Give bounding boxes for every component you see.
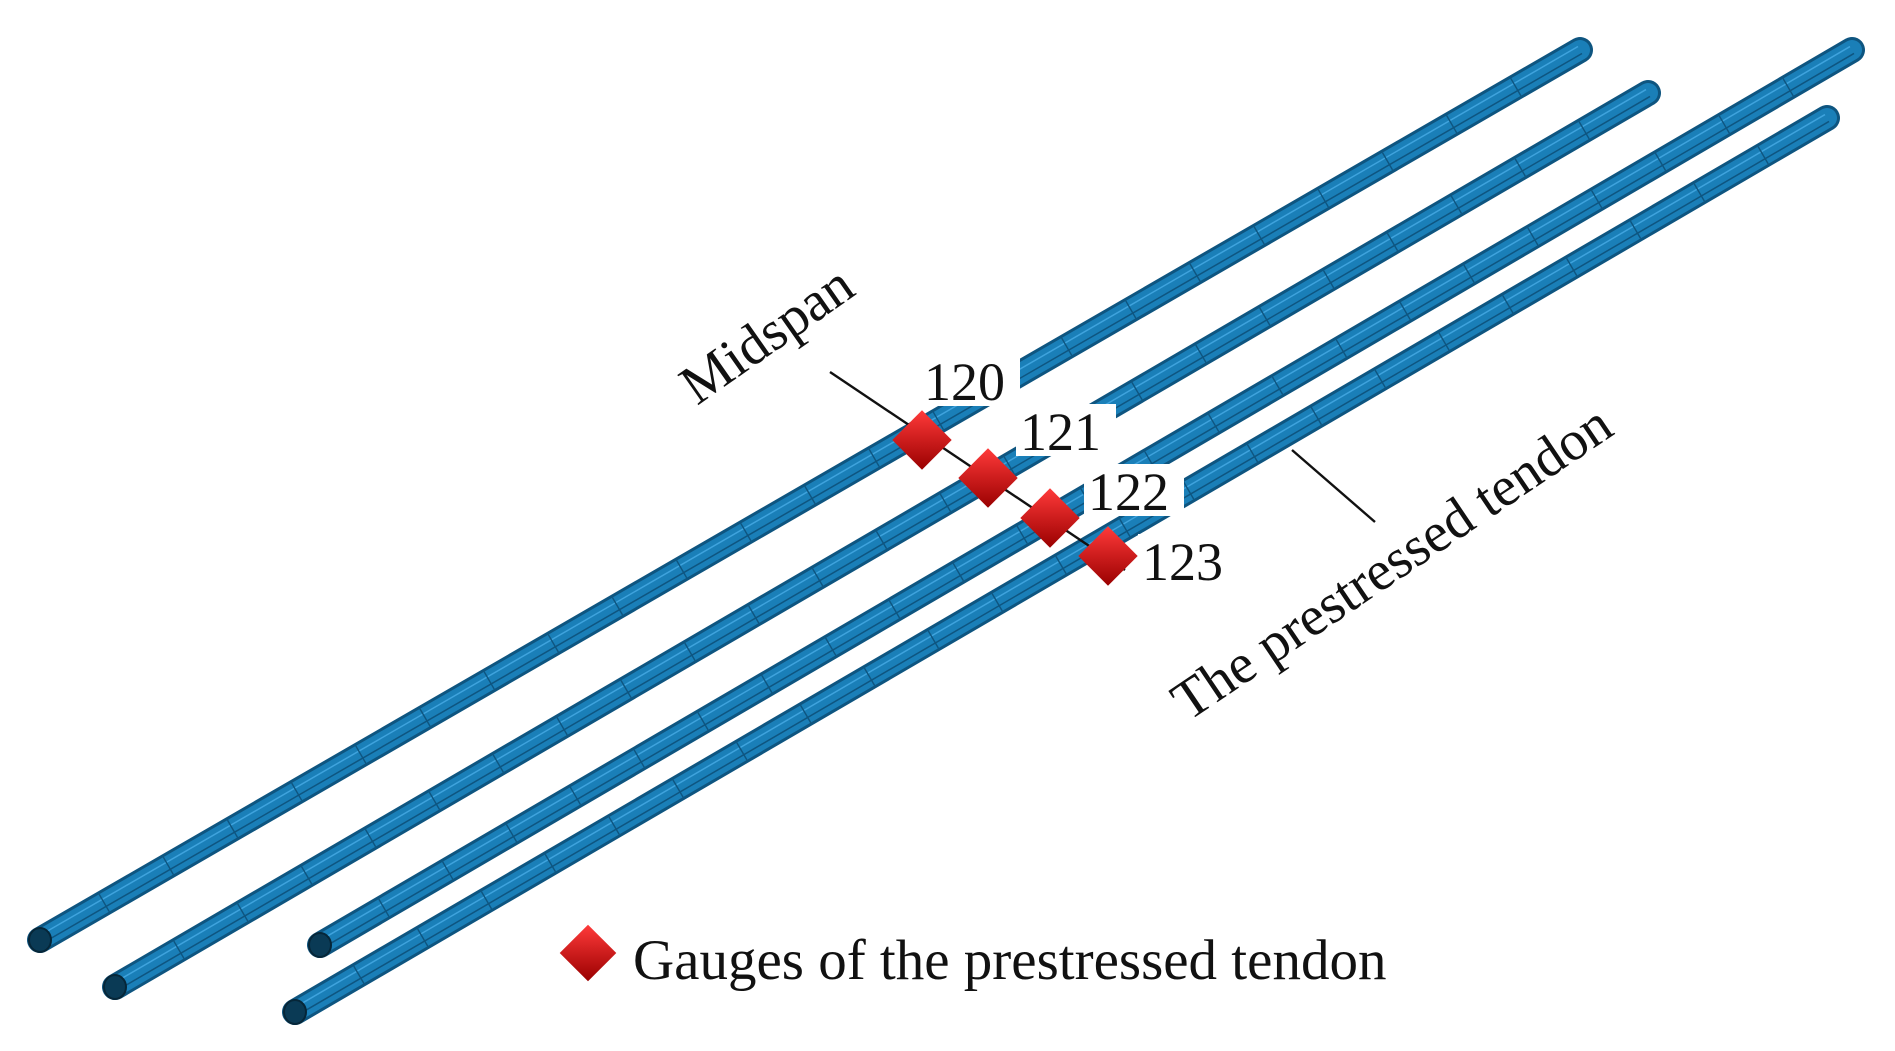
midspan-label: Midspan xyxy=(669,253,865,416)
gauge-label-122: 122 xyxy=(1088,462,1169,522)
legend-gauge-marker xyxy=(559,924,617,982)
gauge-marker-123 xyxy=(1078,526,1138,586)
gauge-marker-121 xyxy=(958,448,1018,508)
tendon-2 xyxy=(102,80,1661,1000)
gauge-marker-122 xyxy=(1020,488,1080,548)
tendon-leader-line xyxy=(1291,449,1376,523)
tendon-1 xyxy=(27,37,1593,953)
gauge-123: 123 xyxy=(1078,526,1238,592)
legend: Gauges of the prestressed tendon xyxy=(559,924,1386,992)
tendon-3 xyxy=(307,37,1865,958)
gauge-marker-120 xyxy=(892,410,952,470)
legend-label: Gauges of the prestressed tendon xyxy=(633,929,1386,992)
gauge-label-123: 123 xyxy=(1142,532,1223,592)
gauge-121: 121 xyxy=(958,402,1116,508)
gauge-label-121: 121 xyxy=(1020,402,1101,462)
tendon-group xyxy=(27,37,1865,1025)
gauge-122: 122 xyxy=(1020,462,1184,548)
gauge-120: 120 xyxy=(892,352,1020,470)
gauge-label-120: 120 xyxy=(924,352,1005,412)
tendon-4 xyxy=(282,105,1840,1025)
